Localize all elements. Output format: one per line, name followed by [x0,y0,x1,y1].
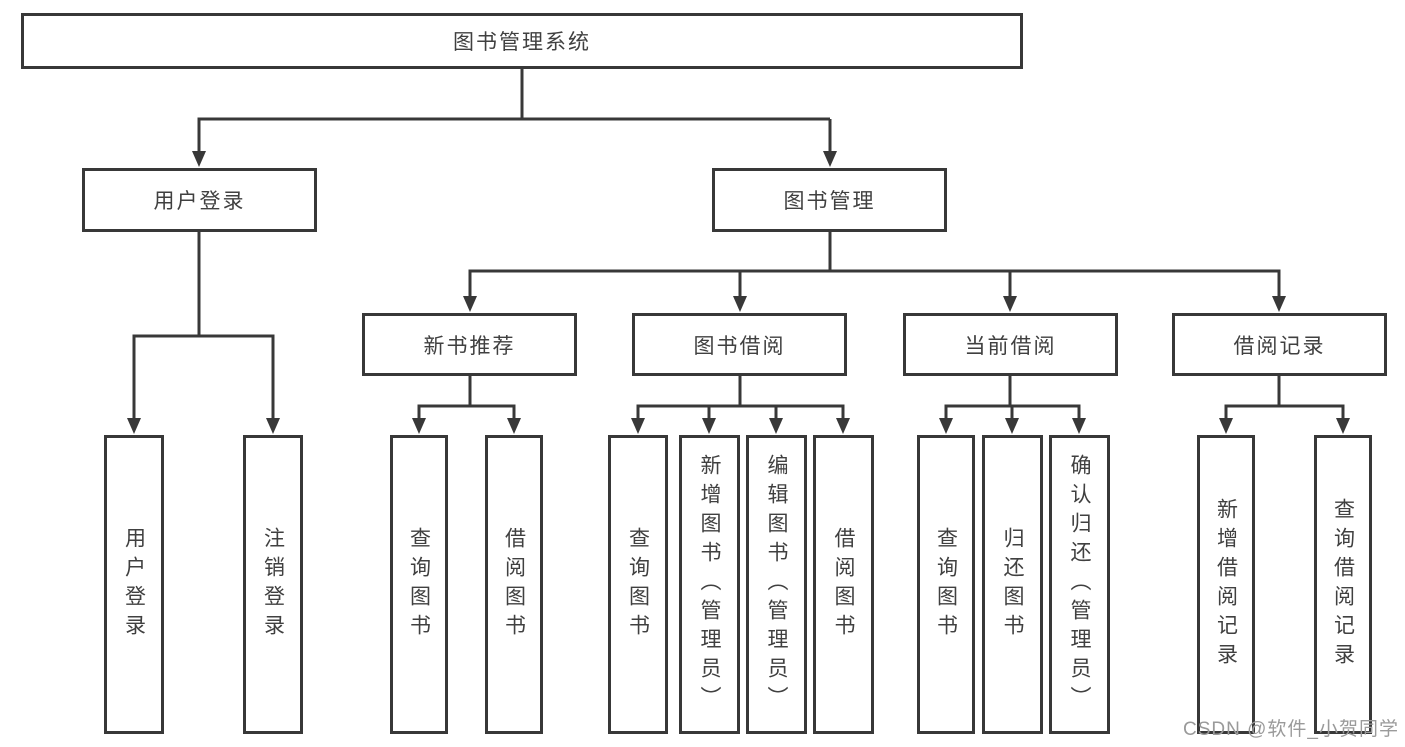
node-current-borrowing: 当前借阅 [903,313,1118,376]
node-leaf-return-books: 归还图书 [982,435,1043,734]
node-label: 借阅记录 [1233,334,1326,358]
node-label: 注销登录 [261,526,285,643]
node-user-login-group: 用户登录 [82,168,317,232]
node-leaf-query-books-current: 查询图书 [917,435,975,734]
arrowheads [127,151,1350,434]
node-label: 图书管理系统 [453,31,591,54]
node-label: 图书管理 [783,190,876,213]
node-label: 图书借阅 [693,334,786,358]
node-leaf-query-books-borrowing: 查询图书 [608,435,668,734]
node-label: 用户登录 [122,526,146,643]
node-borrowing-records: 借阅记录 [1172,313,1387,376]
node-label: 确认归还（管理员） [1068,454,1091,715]
node-label: 归还图书 [1001,526,1024,643]
node-leaf-edit-books-admin: 编辑图书（管理员） [746,435,807,734]
node-label: 查询图书 [934,526,958,643]
node-label: 新增借阅记录 [1214,497,1238,672]
node-library-management-system: 图书管理系统 [21,13,1023,69]
csdn-watermark: CSDN @软件_小贺同学 [1183,719,1399,740]
node-label: 用户登录 [153,190,246,213]
node-leaf-borrow-books: 借阅图书 [813,435,874,734]
node-leaf-query-books-recommend: 查询图书 [390,435,448,734]
node-leaf-query-borrow-record: 查询借阅记录 [1314,435,1372,734]
node-label: 查询图书 [626,526,650,643]
node-leaf-user-login: 用户登录 [104,435,164,734]
node-leaf-add-books-admin: 新增图书（管理员） [679,435,740,734]
node-label: 查询借阅记录 [1331,497,1355,672]
node-leaf-add-borrow-record: 新增借阅记录 [1197,435,1255,734]
node-book-borrowing: 图书借阅 [632,313,847,376]
node-leaf-logout: 注销登录 [243,435,303,734]
node-leaf-borrow-books-recommend: 借阅图书 [485,435,543,734]
node-label: 当前借阅 [964,334,1057,358]
node-label: 查询图书 [407,526,431,643]
node-book-management: 图书管理 [712,168,947,232]
node-label: 借阅图书 [832,526,855,643]
node-label: 新增图书（管理员） [698,454,721,715]
node-label: 新书推荐 [423,334,516,358]
node-leaf-confirm-return-admin: 确认归还（管理员） [1049,435,1110,734]
node-label: 编辑图书（管理员） [765,454,788,715]
node-label: 借阅图书 [502,526,526,643]
node-new-book-recommendation: 新书推荐 [362,313,577,376]
